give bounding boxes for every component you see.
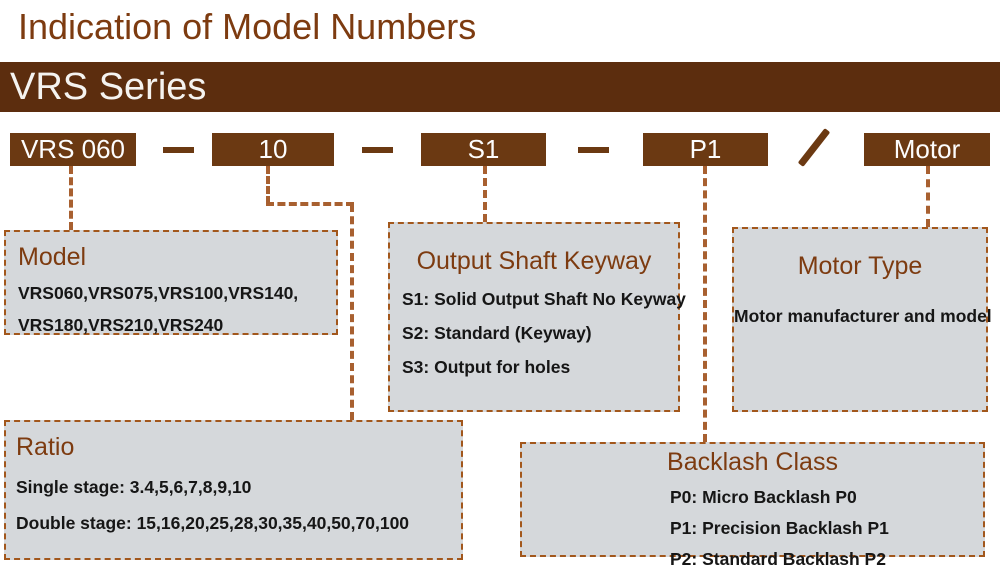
- dash-separator-icon: [362, 147, 393, 153]
- backlash-class-box: Backlash Class P0: Micro Backlash P0 P1:…: [520, 442, 985, 569]
- motor-type-box-title: Motor Type: [797, 252, 923, 280]
- connector-ratio-v1: [266, 166, 270, 204]
- ratio-box-line: Double stage: 15,16,20,25,28,30,35,40,50…: [16, 513, 410, 533]
- connector-keyway: [483, 166, 487, 222]
- keyway-box-line: S3: Output for holes: [402, 357, 571, 377]
- code-segment-backlash: P1: [643, 133, 768, 166]
- motor-type-box: Motor Type Motor manufacturer and model: [732, 227, 992, 412]
- ratio-box: Ratio Single stage: 3.4,5,6,7,8,9,10 Dou…: [4, 420, 463, 560]
- connector-ratio-v2: [350, 204, 354, 420]
- ratio-box-title: Ratio: [16, 433, 75, 461]
- keyway-box-title: Output Shaft Keyway: [416, 247, 652, 275]
- connector-backlash: [703, 166, 707, 442]
- model-box-title: Model: [18, 243, 87, 271]
- backlash-box-title: Backlash Class: [667, 448, 838, 476]
- series-banner: VRS Series: [0, 62, 1000, 112]
- code-segment-keyway: S1: [421, 133, 546, 166]
- model-box: Model VRS060,VRS075,VRS100,VRS140, VRS18…: [4, 230, 338, 335]
- ratio-box-line: Single stage: 3.4,5,6,7,8,9,10: [16, 477, 252, 497]
- model-box-line: VRS180,VRS210,VRS240: [18, 315, 224, 335]
- code-segment-motor: Motor: [864, 133, 990, 166]
- model-box-line: VRS060,VRS075,VRS100,VRS140,: [18, 283, 299, 303]
- code-segment-model: VRS 060: [10, 133, 136, 166]
- dash-separator-icon: [578, 147, 609, 153]
- motor-type-box-line: Motor manufacturer and model: [734, 306, 992, 326]
- output-shaft-keyway-box: Output Shaft Keyway S1: Solid Output Sha…: [388, 222, 686, 412]
- backlash-box-line: P1: Precision Backlash P1: [670, 518, 889, 538]
- series-banner-label: VRS Series: [10, 66, 207, 108]
- page-title: Indication of Model Numbers: [18, 6, 477, 47]
- backlash-box-line: P2: Standard Backlash P2: [670, 549, 886, 569]
- keyway-box-line: S1: Solid Output Shaft No Keyway: [402, 289, 686, 309]
- backlash-box-line: P0: Micro Backlash P0: [670, 487, 857, 507]
- connector-ratio-h: [266, 202, 354, 206]
- connector-motor: [926, 166, 930, 227]
- dash-separator-icon: [163, 147, 194, 153]
- connector-model: [69, 166, 73, 230]
- code-segment-ratio: 10: [212, 133, 334, 166]
- slash-separator-icon: [797, 128, 831, 167]
- keyway-box-line: S2: Standard (Keyway): [402, 323, 592, 343]
